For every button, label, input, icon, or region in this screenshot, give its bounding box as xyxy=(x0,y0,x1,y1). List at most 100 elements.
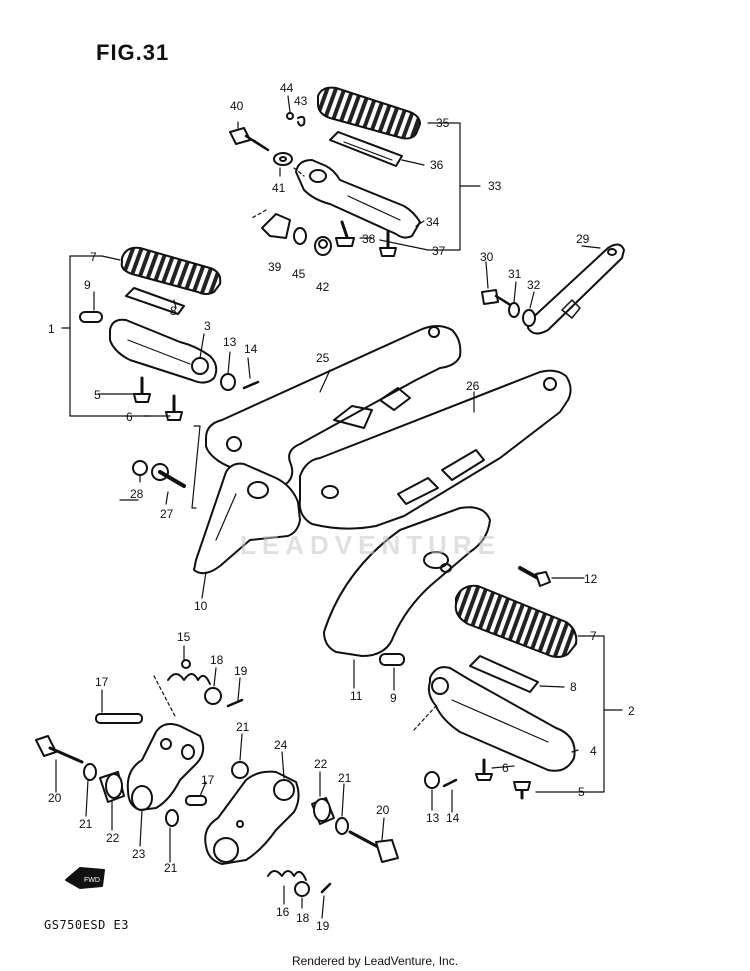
callout-6-bottom: 6 xyxy=(502,761,509,775)
callout-4: 4 xyxy=(590,744,597,758)
collar-22-left xyxy=(99,771,125,803)
cotter-19-top xyxy=(226,698,244,708)
washer-45 xyxy=(293,227,307,245)
footrest-rubber-7-bottom xyxy=(454,584,578,658)
callout-45: 45 xyxy=(292,267,306,281)
footrest-rubber-35 xyxy=(317,86,421,140)
callout-23: 23 xyxy=(132,847,146,861)
callout-17-top: 17 xyxy=(95,675,109,689)
bolt-30 xyxy=(481,289,514,308)
callout-21-b: 21 xyxy=(164,861,178,875)
callout-9-top: 9 xyxy=(84,278,91,292)
callout-8-bottom: 8 xyxy=(570,680,577,694)
bolt-5-bottom xyxy=(513,781,531,800)
callout-5-top: 5 xyxy=(94,388,101,402)
callout-16: 16 xyxy=(276,905,290,919)
pin-44-43 xyxy=(286,112,306,127)
spring-16 xyxy=(267,870,307,881)
pin-17-bottom xyxy=(185,795,207,806)
callout-33: 33 xyxy=(488,179,502,193)
bolt-20-right xyxy=(348,830,399,863)
callout-26: 26 xyxy=(466,379,480,393)
washer-21-c xyxy=(231,761,249,779)
callout-10: 10 xyxy=(194,599,208,613)
bolt-12 xyxy=(518,566,551,587)
callout-8-top: 8 xyxy=(170,304,177,318)
footrest-plate-36 xyxy=(329,131,403,167)
washer-31 xyxy=(508,302,520,318)
callout-36: 36 xyxy=(430,158,444,172)
callout-29: 29 xyxy=(576,232,590,246)
bracket-39 xyxy=(261,213,291,239)
watermark: LEADVENTURE xyxy=(240,530,502,560)
callout-19-bottom: 19 xyxy=(316,919,330,933)
washer-41 xyxy=(273,152,293,166)
callout-35: 35 xyxy=(436,116,450,130)
washer-21-d xyxy=(335,817,349,835)
bolt-38 xyxy=(335,220,355,247)
footrest-plate-8-top xyxy=(125,287,185,315)
callout-20-right: 20 xyxy=(376,803,390,817)
callout-13-top: 13 xyxy=(223,335,237,349)
bolt-40 xyxy=(229,127,270,152)
callout-41: 41 xyxy=(272,181,286,195)
callout-22-left: 22 xyxy=(106,831,120,845)
footrest-rubber-7-top xyxy=(120,246,222,295)
callout-38: 38 xyxy=(362,232,376,246)
callout-9-bottom: 9 xyxy=(390,691,397,705)
callout-44: 44 xyxy=(280,81,294,95)
callout-21-a: 21 xyxy=(79,817,93,831)
cotter-14-top xyxy=(242,380,260,390)
figure-title: FIG.31 xyxy=(96,40,170,65)
callout-25: 25 xyxy=(316,351,330,365)
callout-40: 40 xyxy=(230,99,244,113)
spring-15 xyxy=(167,659,211,685)
callout-6-top: 6 xyxy=(126,410,133,424)
callout-1: 1 xyxy=(48,322,55,336)
bolt-6-top xyxy=(165,394,183,421)
plate-29 xyxy=(527,243,625,335)
washer-13-top xyxy=(220,373,236,391)
footrest-3 xyxy=(109,318,218,384)
callout-42: 42 xyxy=(316,280,330,294)
callout-30: 30 xyxy=(480,250,494,264)
callout-21-c: 21 xyxy=(236,720,250,734)
bolt-6-bottom xyxy=(475,758,493,781)
callout-18-bottom: 18 xyxy=(296,911,310,925)
bolt-20-left xyxy=(35,735,84,764)
footrest-plate-8-bottom xyxy=(469,655,539,693)
model-code: GS750ESD E3 xyxy=(44,918,129,932)
washer-21-a xyxy=(83,763,97,781)
washer-21-b xyxy=(165,809,179,827)
callout-19-top: 19 xyxy=(234,664,248,678)
pin-9-top xyxy=(79,311,103,323)
cotter-14-bottom xyxy=(442,778,458,788)
callout-14-top: 14 xyxy=(244,342,258,356)
callout-27: 27 xyxy=(160,507,174,521)
callout-numbers: 1 2 3 4 5 5 6 6 7 7 8 8 9 9 10 11 12 13 … xyxy=(48,81,635,933)
fwd-arrow-icon xyxy=(65,867,105,889)
footrest-bracket-34 xyxy=(295,159,421,239)
callout-32: 32 xyxy=(527,278,541,292)
washer-28 xyxy=(132,460,169,481)
washer-13-bottom xyxy=(424,771,440,789)
collar-22-right xyxy=(311,797,335,825)
credit-line: Rendered by LeadVenture, Inc. xyxy=(291,954,459,968)
heel-guard-11 xyxy=(323,506,491,657)
callout-13-bottom: 13 xyxy=(426,811,440,825)
fwd-label: FWD xyxy=(84,877,100,884)
callout-18-top: 18 xyxy=(210,653,224,667)
callout-37: 37 xyxy=(432,244,446,258)
nut-42 xyxy=(314,236,332,256)
callout-5-bottom: 5 xyxy=(578,785,585,799)
callout-7-top: 7 xyxy=(90,250,97,264)
pin-17-top xyxy=(95,713,143,724)
callout-17-bottom: 17 xyxy=(201,773,215,787)
callout-3: 3 xyxy=(204,319,211,333)
callout-31: 31 xyxy=(508,267,522,281)
bolt-37 xyxy=(379,230,397,257)
callout-15: 15 xyxy=(177,630,191,644)
callout-2: 2 xyxy=(628,704,635,718)
callout-7-bottom: 7 xyxy=(590,629,597,643)
